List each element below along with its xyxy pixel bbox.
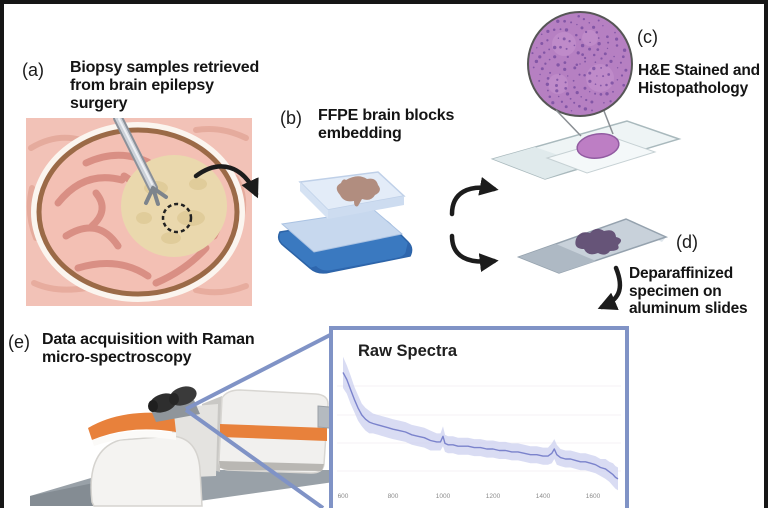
x-tick-label: 1600 <box>586 493 601 500</box>
biopsy-site-dashed-circle <box>161 202 193 234</box>
brain-surgery-illustration <box>26 118 252 306</box>
panel-c-caption: H&E Stained and Histopathology <box>638 62 760 97</box>
panel-b-caption: FFPE brain blocks embedding <box>318 107 455 143</box>
panel-e-caption: Data acquisition with Raman micro-spectr… <box>42 331 255 367</box>
he-slide-illustration <box>490 120 682 180</box>
histology-circle-illustration <box>527 11 633 117</box>
arrow-block-to-aluminum-slide <box>449 233 499 273</box>
panel-a-label: (a) <box>22 60 44 80</box>
panel-b-label: (b) <box>280 108 302 128</box>
aluminum-slide-illustration <box>516 218 669 274</box>
x-tick-label: 1400 <box>536 493 551 500</box>
x-tick-label: 800 <box>388 493 399 500</box>
deparaffinized-specimen <box>575 228 622 255</box>
chart-title: Raw Spectra <box>358 342 458 360</box>
x-tick-label: 1000 <box>436 493 451 500</box>
panel-c-label: (c) <box>637 27 658 47</box>
panel-a-caption: Biopsy samples retrieved from brain epil… <box>70 59 260 113</box>
raw-spectra-chart: 600 800 1000 1200 1400 1600 <box>337 356 621 500</box>
he-stained-specimen <box>576 133 620 159</box>
embedded-brain-tissue <box>336 176 380 207</box>
x-tick-label: 1200 <box>486 493 501 500</box>
arrow-block-to-he-slide <box>449 177 499 217</box>
panel-d-label: (d) <box>676 232 698 252</box>
ffpe-block-illustration <box>277 171 413 274</box>
raw-spectra-panel: 600 800 1000 1200 1400 1600 Raw Spectra <box>329 326 629 508</box>
biopsy-forceps-icon <box>113 118 168 206</box>
x-tick-label: 600 <box>338 493 349 500</box>
raman-instrument-illustration <box>30 386 341 507</box>
panel-d-caption: Deparaffinized specimen on aluminum slid… <box>629 265 748 317</box>
panel-e-label: (e) <box>8 332 30 352</box>
instrument-orange-hood <box>88 412 176 440</box>
